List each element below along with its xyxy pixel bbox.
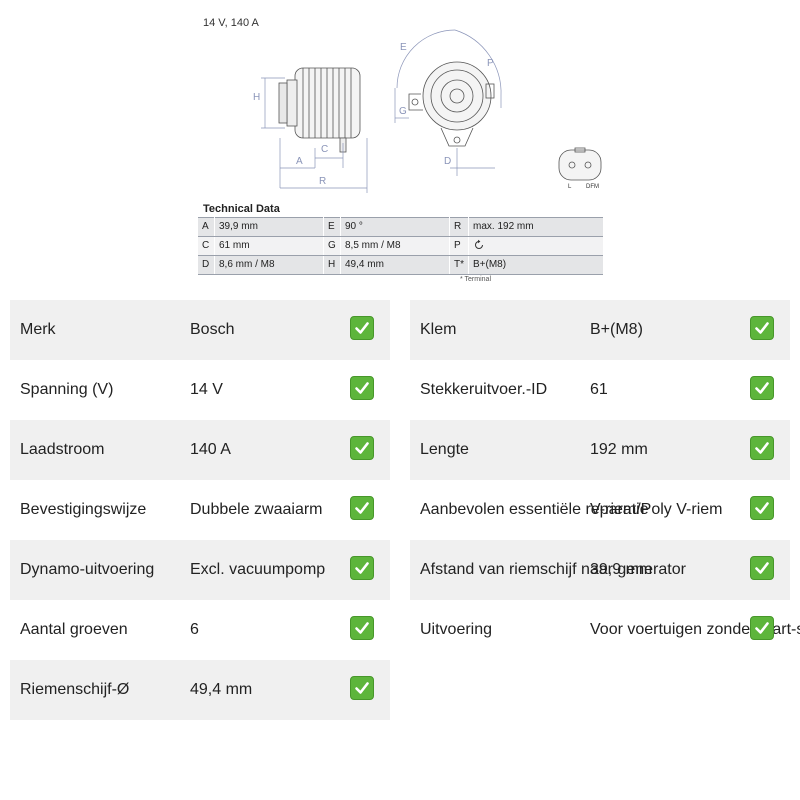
front-view-dimensions — [394, 29, 502, 176]
dim-label-h: H — [253, 92, 260, 103]
technical-data: Technical Data A 39,9 mm E 90 ° R max. 1… — [198, 201, 603, 283]
tech-value: 49,4 mm — [340, 255, 450, 275]
connector-label-dfm: DFM — [586, 184, 599, 190]
spec-label: Aanbevolen essentiële reparatie — [420, 501, 649, 518]
check-mark-icon — [750, 556, 774, 580]
spec-row-aanbevolen-reparatie: Aanbevolen essentiële reparatie V-riem/P… — [410, 480, 790, 540]
spec-row-uitvoering: Uitvoering Voor voertuigen zonder start-… — [410, 600, 800, 660]
tech-key: T* — [449, 255, 469, 275]
connector-label-l: L — [568, 184, 572, 190]
check-mark-icon — [350, 376, 374, 400]
alternator-front-view — [408, 61, 495, 147]
dim-label-a: A — [296, 156, 303, 167]
check-mark-icon — [750, 436, 774, 460]
spec-value: V-riem/Poly V-riem — [590, 501, 723, 518]
dim-label-c: C — [321, 144, 328, 155]
technical-data-table: A 39,9 mm E 90 ° R max. 192 mm C 61 mm G… — [198, 217, 603, 275]
spec-label: Riemenschijf-Ø — [20, 681, 130, 698]
tech-key: G — [323, 236, 341, 256]
tech-value: 61 mm — [214, 236, 324, 256]
spec-value: Dubbele zwaaiarm — [190, 501, 323, 518]
rotation-arrow-icon — [475, 240, 483, 250]
spec-label: Uitvoering — [420, 621, 493, 638]
spec-value: 192 mm — [590, 441, 648, 458]
spec-row-bevestigingswijze: Bevestigingswijze Dubbele zwaaiarm — [10, 480, 390, 540]
spec-row-spanning: Spanning (V) 14 V — [10, 360, 390, 420]
tech-key: D — [198, 255, 215, 275]
tech-key: C — [198, 236, 215, 256]
tech-key: H — [323, 255, 341, 275]
spec-label: Bevestigingswijze — [20, 501, 147, 518]
dim-label-e: E — [400, 42, 407, 53]
spec-row-merk: Merk Bosch — [10, 300, 390, 360]
check-mark-icon — [350, 556, 374, 580]
tech-key: E — [323, 217, 341, 237]
tech-row: D 8,6 mm / M8 H 49,4 mm T* B+(M8) — [198, 255, 603, 275]
spec-value: 14 V — [190, 381, 223, 398]
tech-key: P — [449, 236, 469, 256]
spec-value: Bosch — [190, 321, 235, 338]
spec-row-afstand-riemschijf: Afstand van riemschijf naar generator 39… — [410, 540, 790, 600]
spec-value: B+(M8) — [590, 321, 643, 338]
drawing-header: 14 V, 140 A — [203, 17, 260, 29]
tech-value: 39,9 mm — [214, 217, 324, 237]
spec-row-laadstroom: Laadstroom 140 A — [10, 420, 390, 480]
spec-label: Laadstroom — [20, 441, 105, 458]
check-mark-icon — [350, 496, 374, 520]
tech-key: A — [198, 217, 215, 237]
specs-left-column: Merk Bosch Spanning (V) 14 V Laadstroom … — [10, 300, 390, 720]
spec-row-lengte: Lengte 192 mm — [410, 420, 790, 480]
tech-value-rotation — [468, 236, 603, 256]
connector-plug-icon — [558, 147, 602, 181]
tech-value: max. 192 mm — [468, 217, 603, 237]
tech-key: R — [449, 217, 469, 237]
check-mark-icon — [350, 316, 374, 340]
tech-value: B+(M8) — [468, 255, 603, 275]
check-mark-icon — [350, 436, 374, 460]
spec-label: Merk — [20, 321, 56, 338]
tech-value: 8,5 mm / M8 — [340, 236, 450, 256]
check-mark-icon — [750, 376, 774, 400]
spec-label: Spanning (V) — [20, 381, 114, 398]
tech-value: 90 ° — [340, 217, 450, 237]
specs-right-column: Klem B+(M8) Stekkeruitvoer.-ID 61 Lengte… — [410, 300, 800, 660]
technical-drawing: 14 V, 140 A H A C R — [195, 8, 615, 290]
technical-data-title: Technical Data — [203, 203, 280, 215]
spec-value: 39,9 mm — [590, 561, 653, 578]
spec-row-riemenschijf: Riemenschijf-Ø 49,4 mm — [10, 660, 390, 720]
check-mark-icon — [350, 676, 374, 700]
dim-label-r: R — [319, 176, 326, 187]
spec-row-klem: Klem B+(M8) — [410, 300, 790, 360]
spec-row-stekkeruitvoer: Stekkeruitvoer.-ID 61 — [410, 360, 790, 420]
tech-row: C 61 mm G 8,5 mm / M8 P — [198, 236, 603, 256]
spec-row-dynamo-uitvoering: Dynamo-uitvoering Excl. vacuumpomp — [10, 540, 390, 600]
check-mark-icon — [750, 616, 774, 640]
technical-data-footnote: * Terminal — [460, 276, 491, 283]
tech-row: A 39,9 mm E 90 ° R max. 192 mm — [198, 217, 603, 237]
check-mark-icon — [750, 496, 774, 520]
tech-value: 8,6 mm / M8 — [214, 255, 324, 275]
spec-label: Afstand van riemschijf naar generator — [420, 561, 686, 578]
side-view-dimensions — [261, 77, 368, 193]
spec-row-aantal-groeven: Aantal groeven 6 — [10, 600, 390, 660]
spec-label: Stekkeruitvoer.-ID — [420, 381, 548, 398]
spec-value: 140 A — [190, 441, 231, 458]
check-mark-icon — [350, 616, 374, 640]
spec-value: Voor voertuigen zonder start-stop — [590, 621, 800, 638]
spec-label: Klem — [420, 321, 457, 338]
spec-label: Aantal groeven — [20, 621, 128, 638]
spec-value: Excl. vacuumpomp — [190, 561, 326, 578]
spec-value: 61 — [590, 381, 608, 398]
spec-value: 49,4 mm — [190, 681, 253, 698]
check-mark-icon — [750, 316, 774, 340]
spec-label: Dynamo-uitvoering — [20, 561, 155, 578]
dim-label-p: P — [487, 58, 494, 69]
alternator-side-view — [278, 67, 361, 153]
spec-value: 6 — [190, 621, 199, 638]
spec-label: Lengte — [420, 441, 469, 458]
dim-label-g: G — [399, 106, 407, 117]
alternator-drawing-svg: 14 V, 140 A H A C R — [203, 17, 602, 193]
dim-label-d: D — [444, 156, 451, 167]
